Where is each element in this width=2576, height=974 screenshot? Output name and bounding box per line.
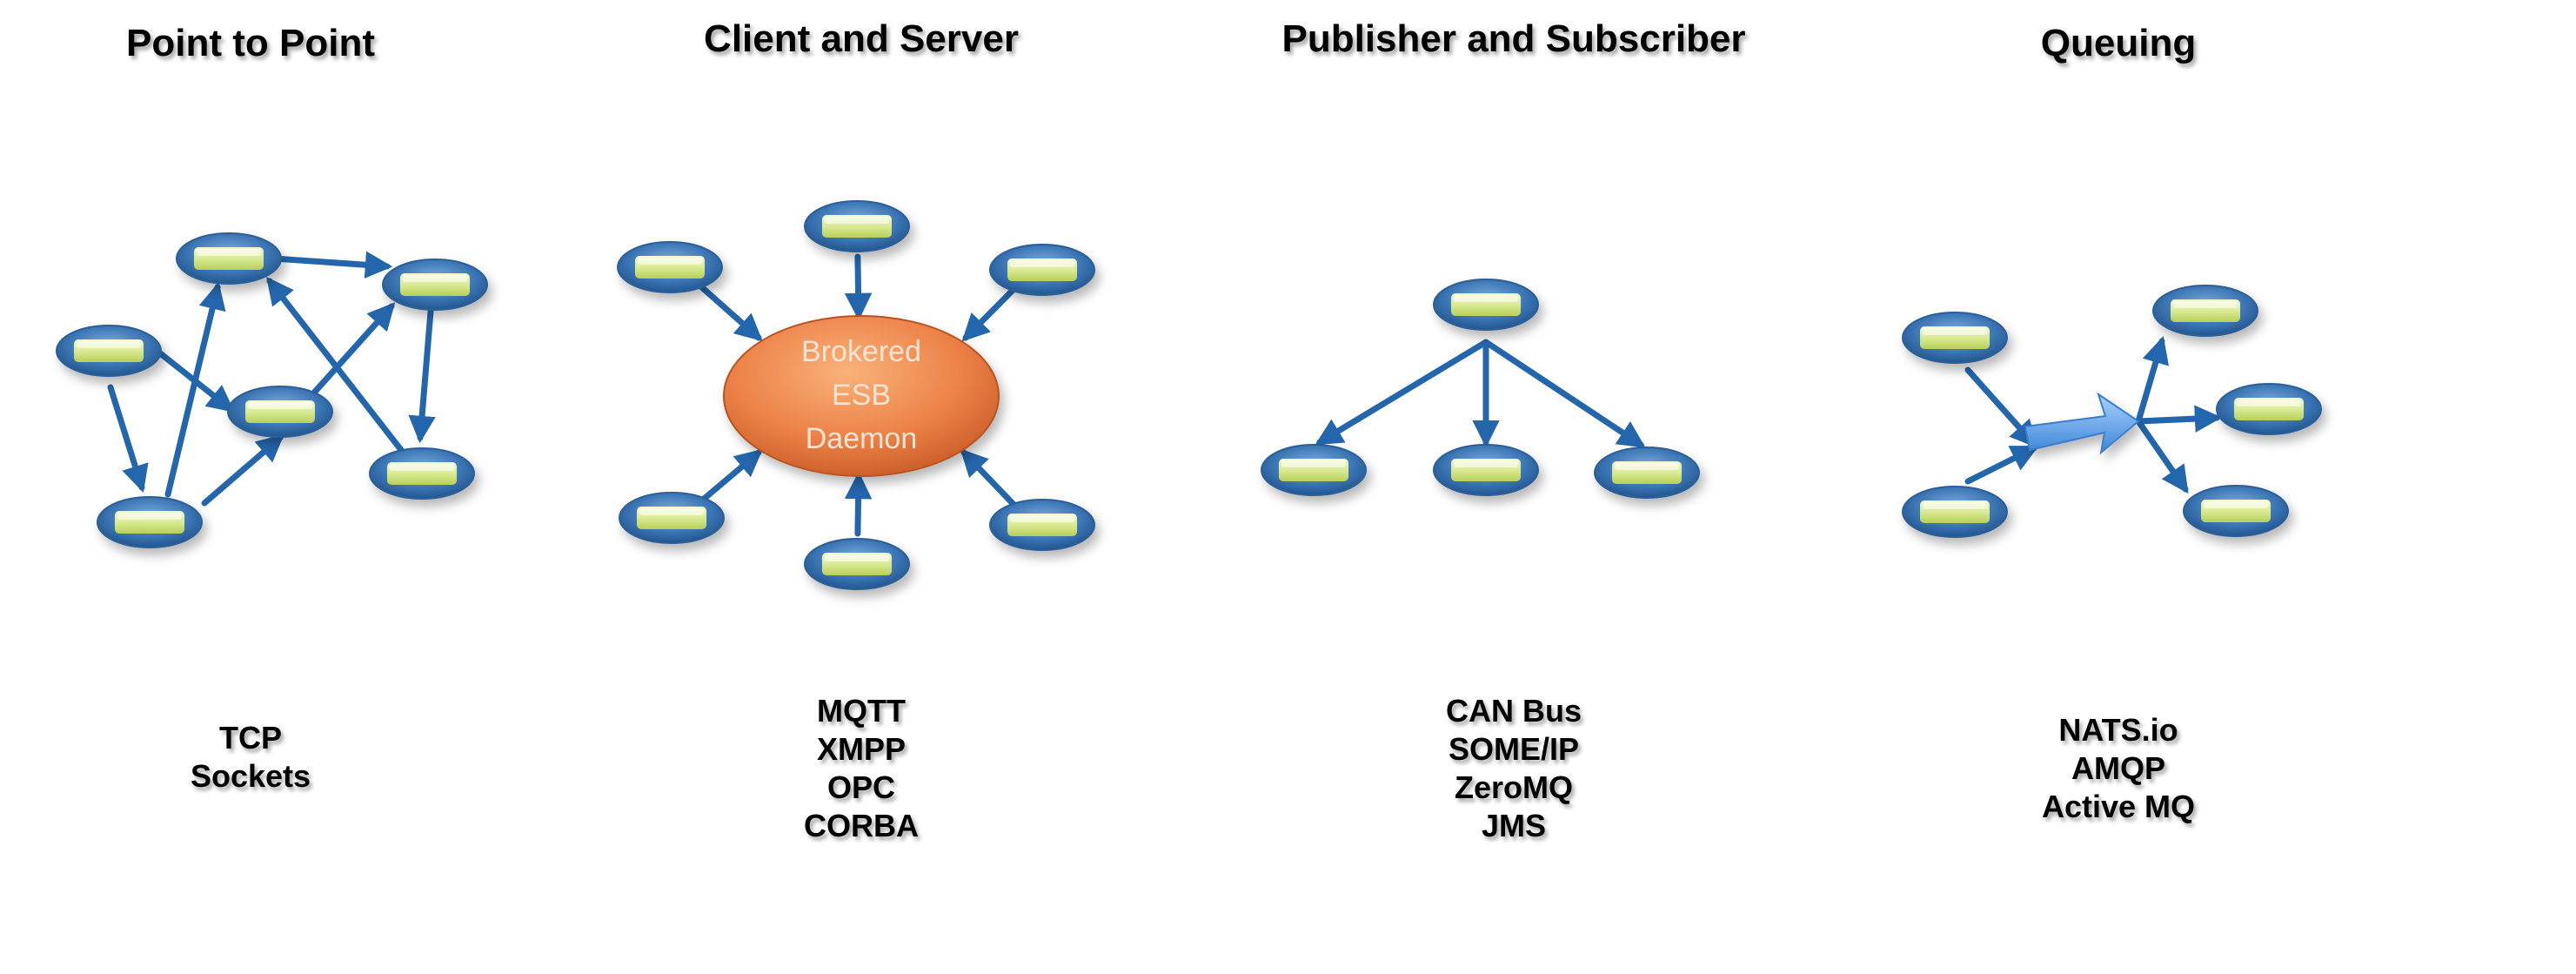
client-node: [804, 538, 910, 590]
client-node: [617, 241, 723, 293]
p2p-arrow: [271, 251, 393, 279]
consumer-node: [2216, 383, 2322, 435]
client-node: [989, 499, 1095, 551]
client-server-arrow: [844, 253, 873, 321]
p2p-node: [227, 386, 333, 438]
protocol-label: TCP: [219, 720, 282, 756]
producer-node: [1902, 486, 2008, 538]
producer-node: [1902, 312, 2008, 364]
title-publisher-and-subscriber: Publisher and Subscriber: [1281, 17, 1746, 60]
protocol-label: CAN Bus: [1445, 693, 1582, 729]
consumer-node: [2152, 285, 2258, 337]
protocol-label: JMS: [1481, 808, 1547, 843]
p2p-node: [56, 325, 162, 377]
p2p-node: [382, 259, 488, 311]
consumer-arrow: [2135, 418, 2189, 494]
p2p-node: [176, 232, 282, 285]
client-server-arrow: [697, 283, 763, 342]
title-client-and-server: Client and Server: [704, 17, 1019, 60]
client-node: [989, 244, 1095, 296]
protocol-label: XMPP: [816, 731, 907, 767]
subscriber-node: [1261, 444, 1367, 496]
title-point-to-point: Point to Point: [126, 22, 375, 64]
p2p-arrow: [408, 308, 436, 444]
protocol-label: OPC: [826, 769, 895, 805]
consumer-node: [2183, 485, 2289, 537]
publisher-node: [1433, 279, 1539, 331]
p2p-arrow: [266, 277, 408, 458]
broker-label-line: Brokered: [801, 335, 921, 368]
protocol-label: MQTT: [817, 693, 906, 729]
p2p-arrow: [164, 281, 226, 498]
p2p-arrow: [311, 302, 396, 395]
consumer-arrow: [2135, 335, 2170, 425]
protocol-label: ZeroMQ: [1454, 769, 1573, 805]
client-node: [804, 200, 910, 252]
protocol-label: NATS.io: [2058, 712, 2178, 748]
p2p-arrow: [201, 433, 284, 507]
protocol-label: Sockets: [190, 758, 311, 794]
protocol-label: SOME/IP: [1448, 731, 1580, 767]
publish-arrow: [1482, 339, 1646, 448]
producer-arrow: [1964, 366, 2038, 448]
protocol-label: AMQP: [2071, 750, 2165, 786]
consumer-arrow: [2135, 405, 2223, 433]
protocol-label: CORBA: [804, 808, 919, 843]
protocol-label: Active MQ: [2041, 789, 2196, 824]
broker-label-line: Daemon: [806, 422, 918, 455]
client-server-arrow: [960, 448, 1017, 507]
publish-arrow: [1315, 339, 1489, 446]
title-queuing: Queuing: [2040, 22, 2197, 64]
protocols-queuing: NATS.io AMQP Active MQ: [1988, 711, 2249, 826]
client-server-arrow: [844, 471, 873, 537]
p2p-node: [97, 496, 203, 548]
protocols-client-and-server: MQTT XMPP OPC CORBA: [774, 692, 948, 845]
protocols-point-to-point: TCP Sockets: [164, 719, 338, 796]
client-node: [619, 492, 725, 544]
broker-label-line: ESB: [832, 379, 891, 412]
client-server-arrow: [699, 448, 763, 503]
client-server-arrow: [961, 286, 1016, 342]
protocols-publisher-and-subscriber: CAN Bus SOME/IP ZeroMQ JMS: [1383, 692, 1644, 845]
p2p-node: [369, 447, 475, 500]
queue-arrow: [2024, 392, 2140, 455]
producer-arrow: [1964, 445, 2039, 485]
subscriber-node: [1594, 447, 1700, 499]
subscriber-node: [1433, 444, 1539, 496]
p2p-arrow: [107, 384, 149, 494]
